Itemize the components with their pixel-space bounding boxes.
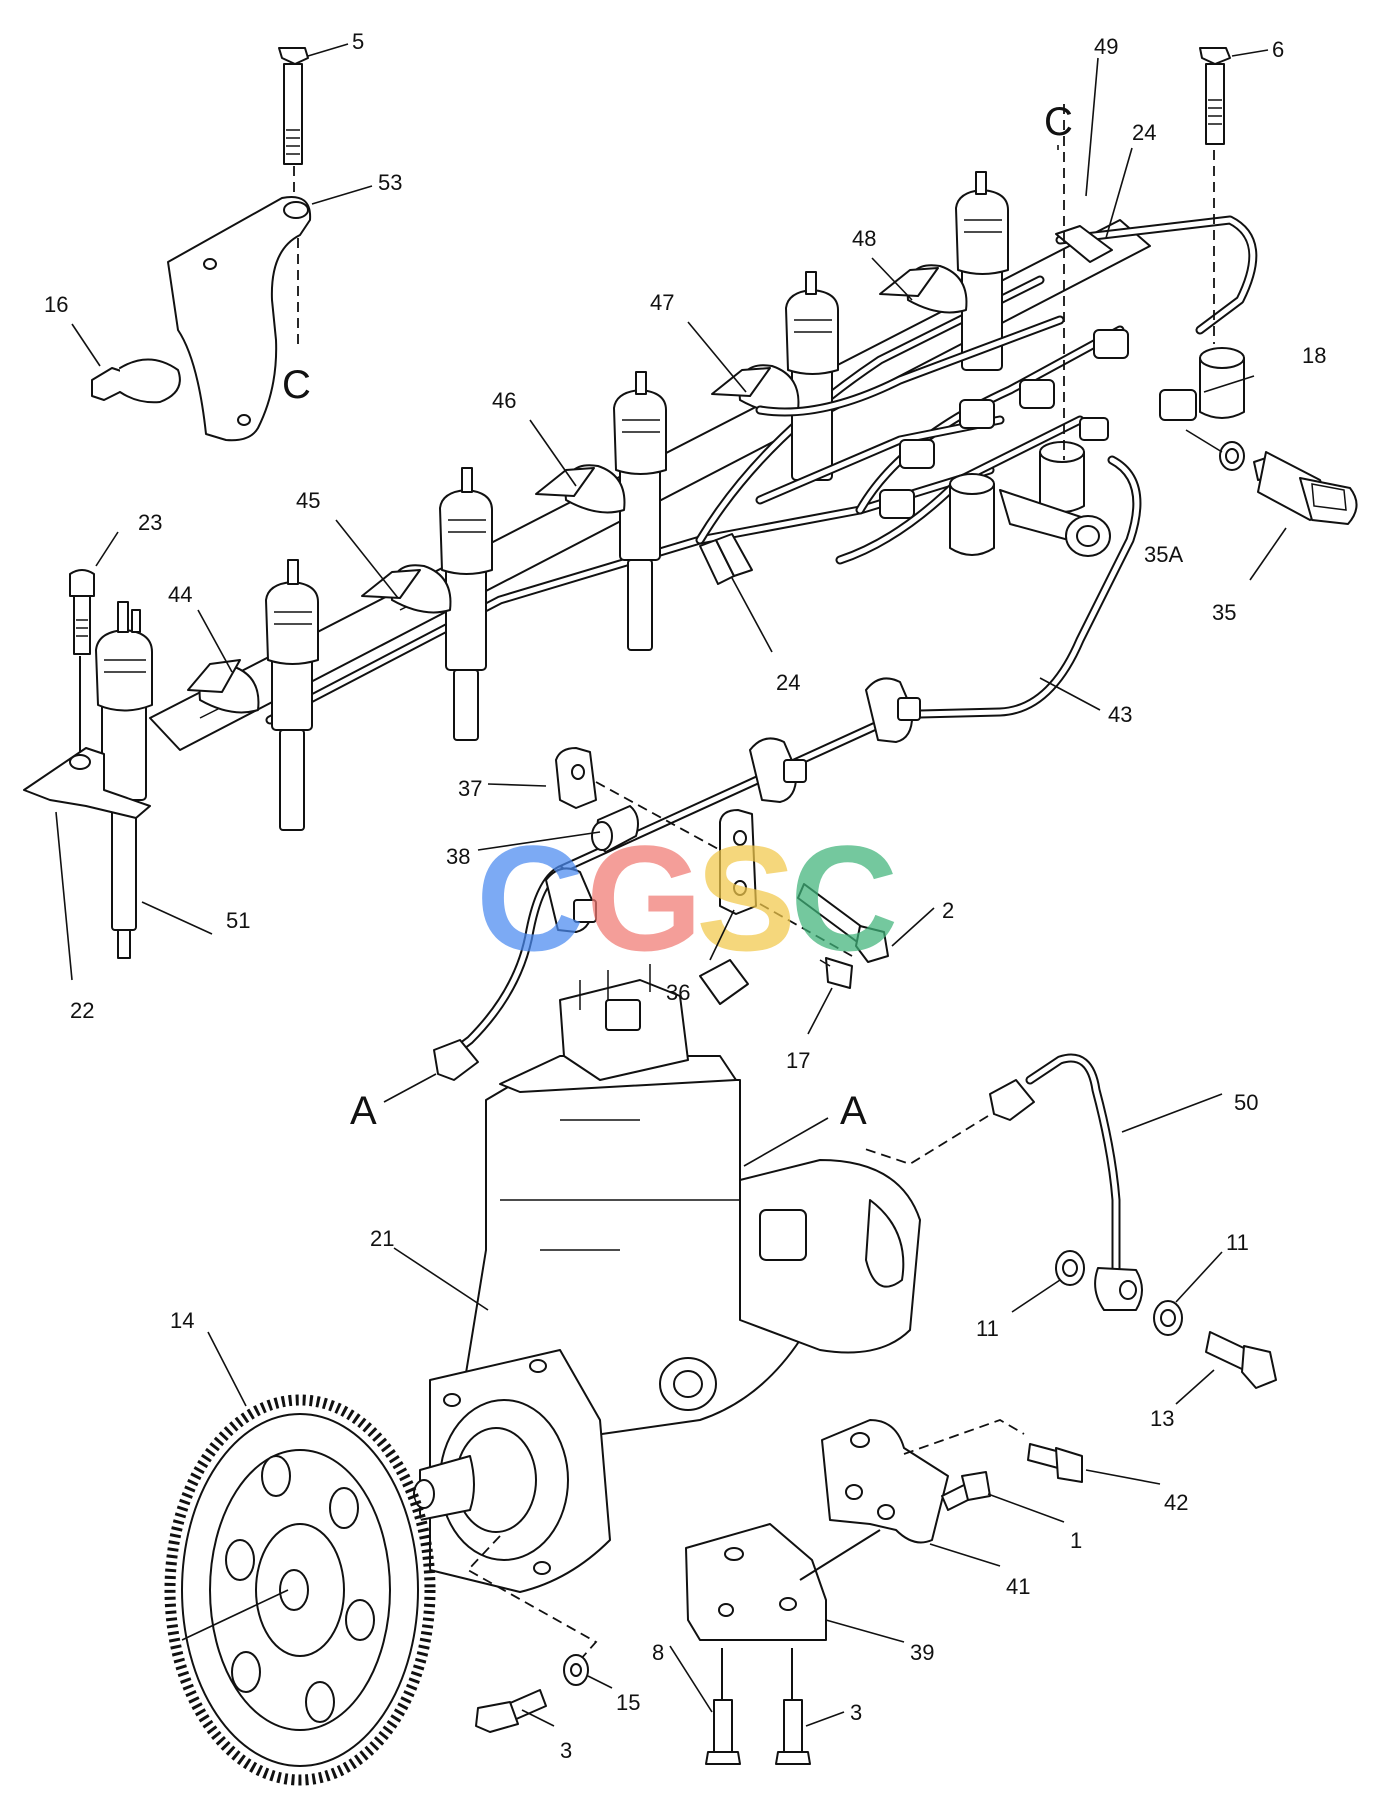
tube-clip-24-upper — [1055, 225, 1113, 263]
callout-16: 16 — [44, 292, 68, 317]
callout-21: 21 — [370, 1226, 394, 1251]
callout-50: 50 — [1234, 1090, 1258, 1115]
callout-2: 2 — [942, 898, 954, 923]
fuel-line-43 — [915, 455, 1142, 719]
bolt-3-left — [475, 1689, 547, 1733]
bolt-23 — [69, 569, 95, 655]
callout-6: 6 — [1272, 37, 1284, 62]
injection-pump-21 — [413, 959, 921, 1593]
callout-53: 53 — [378, 170, 402, 195]
watermark-letter-1: C — [476, 814, 584, 982]
clamp-45 — [361, 564, 452, 614]
clamp-47 — [711, 364, 800, 414]
callout-3-left: 3 — [560, 1738, 572, 1763]
injector-4 — [613, 371, 667, 651]
clamp-36 — [719, 809, 757, 915]
callout-38: 38 — [446, 844, 470, 869]
view-letter-a-left: A — [350, 1089, 377, 1133]
bolt-5 — [278, 47, 309, 165]
pressure-sensor-35 — [1253, 451, 1358, 525]
callout-43: 43 — [1108, 702, 1132, 727]
watermark-letter-4: C — [790, 814, 898, 982]
callout-5: 5 — [352, 29, 364, 54]
callout-36: 36 — [666, 980, 690, 1005]
bracket-22 — [23, 747, 151, 819]
banjo-fitting — [1094, 1267, 1143, 1311]
callout-leaders — [55, 43, 1287, 1727]
injector-1 — [95, 601, 153, 959]
bracket-53 — [167, 196, 312, 442]
grommet-38 — [591, 805, 639, 853]
callout-24-top: 24 — [1132, 120, 1156, 145]
washer-11-right — [1153, 1300, 1183, 1336]
gear-14 — [164, 1394, 436, 1786]
fuel-line-50 — [989, 1053, 1121, 1275]
rail-end-fitting — [999, 489, 1111, 557]
bracket-41 — [821, 1419, 949, 1544]
callout-17: 17 — [786, 1048, 810, 1073]
callout-49: 49 — [1094, 34, 1118, 59]
injector-5 — [785, 271, 839, 481]
watermark: C G S C — [476, 814, 898, 982]
washer-15 — [563, 1654, 589, 1686]
callout-24-bottom: 24 — [776, 670, 800, 695]
bracket-39 — [685, 1523, 827, 1641]
clamp-48 — [879, 264, 968, 314]
callout-44: 44 — [168, 582, 192, 607]
injector-3 — [439, 467, 493, 741]
tube-fitting-a — [433, 1039, 479, 1081]
line-fittings — [879, 329, 1197, 519]
clamp-37 — [555, 747, 597, 809]
callout-11-left: 11 — [976, 1316, 999, 1341]
view-letter-c-left: C — [282, 363, 311, 407]
callout-14: 14 — [170, 1308, 194, 1333]
washer-11-left — [1055, 1250, 1085, 1286]
bolt-13 — [1205, 1331, 1277, 1389]
bolt-42 — [1027, 1443, 1083, 1483]
callout-47: 47 — [650, 290, 674, 315]
callout-41: 41 — [1006, 1574, 1030, 1599]
bolt-6 — [1199, 47, 1231, 145]
clamp-block-lower — [545, 867, 597, 933]
callout-39: 39 — [910, 1640, 934, 1665]
view-letter-a-right: A — [840, 1089, 867, 1133]
injector-2 — [265, 559, 319, 831]
callout-48: 48 — [852, 226, 876, 251]
callout-22: 22 — [70, 998, 94, 1023]
washer-35a — [1219, 441, 1245, 471]
clamp-block-mid — [749, 737, 807, 803]
callout-42: 42 — [1164, 1490, 1188, 1515]
clip-16 — [91, 358, 181, 404]
callout-35a: 35A — [1144, 542, 1183, 567]
watermark-letter-2: G — [586, 814, 703, 982]
callout-11-right: 11 — [1226, 1230, 1249, 1255]
callout-1: 1 — [1070, 1528, 1082, 1553]
callout-15: 15 — [616, 1690, 640, 1715]
callout-51: 51 — [226, 908, 250, 933]
clamp-44 — [187, 659, 260, 714]
callout-13: 13 — [1150, 1406, 1174, 1431]
callout-46: 46 — [492, 388, 516, 413]
callout-labels: 5 53 16 49 24 6 48 47 18 46 45 35A 23 44… — [44, 29, 1326, 1763]
view-letter-c-top: C — [1044, 100, 1073, 144]
clamp-46 — [535, 464, 626, 514]
spacers — [949, 347, 1245, 556]
bolt-1 — [941, 1471, 991, 1511]
clamp-block-upper — [865, 677, 921, 743]
callout-45: 45 — [296, 488, 320, 513]
bolt-8 — [705, 1699, 741, 1765]
callout-37: 37 — [458, 776, 482, 801]
callout-3-right: 3 — [850, 1700, 862, 1725]
callout-23: 23 — [138, 510, 162, 535]
tube-clip-24-lower — [699, 533, 753, 585]
screw-17 — [819, 957, 853, 989]
callout-35: 35 — [1212, 600, 1236, 625]
callout-18: 18 — [1302, 343, 1326, 368]
bolt-3-right — [775, 1699, 811, 1765]
callout-8: 8 — [652, 1640, 664, 1665]
fuel-return-tube — [265, 215, 1258, 725]
bolt-2 — [797, 883, 889, 963]
